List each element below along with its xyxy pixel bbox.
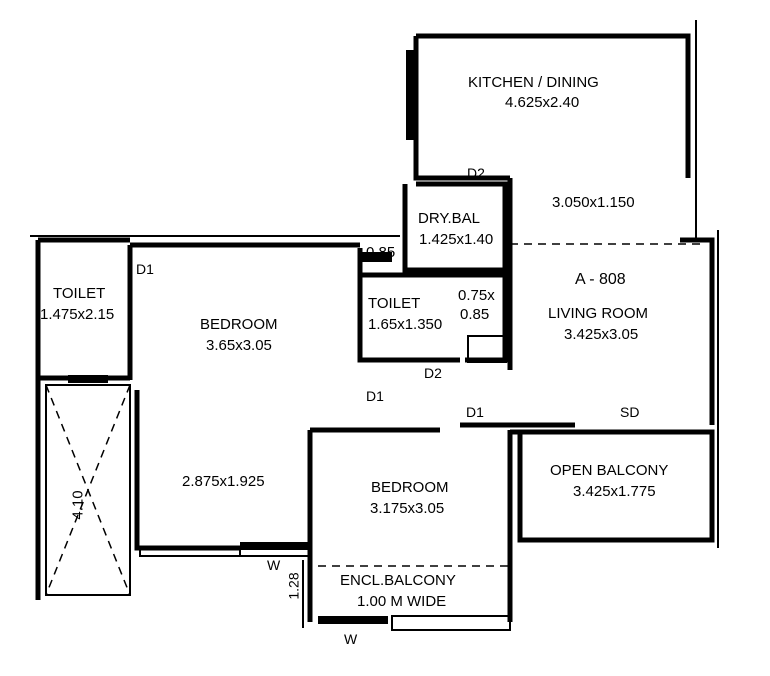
living-top-wall — [507, 178, 715, 425]
door-d1-bottom: D1 — [466, 404, 484, 420]
bedroom-second-name: BEDROOM — [371, 479, 449, 496]
living-name: LIVING ROOM — [548, 305, 649, 322]
door-sd: SD — [620, 404, 640, 420]
encl-balcony-name: ENCL.BALCONY — [340, 572, 456, 589]
door-d1-left: D1 — [136, 261, 154, 277]
door-d2-top: D2 — [467, 165, 485, 181]
bedroom-second-size: 3.175x3.05 — [370, 500, 445, 517]
toilet-side-b: 0.85 — [460, 306, 490, 323]
open-balcony-name: OPEN BALCONY — [550, 462, 669, 479]
window-w2: W — [344, 631, 358, 647]
bedroom-main-name: BEDROOM — [200, 316, 278, 333]
open-balcony-walls — [510, 429, 715, 543]
dry-balcony-name: DRY.BAL — [418, 210, 480, 227]
kitchen-name: KITCHEN / DINING — [468, 74, 599, 91]
toilet-left-name: TOILET — [53, 285, 106, 302]
main-bedroom-sill — [240, 542, 310, 550]
dry-balcony-size: 1.425x1.40 — [419, 231, 494, 248]
second-bedroom-walls — [307, 422, 575, 622]
small-dim: 0.85 — [366, 244, 396, 261]
toilet-mid-size: 1.65x1.350 — [368, 316, 443, 333]
living-size: 3.425x3.05 — [564, 326, 639, 343]
main-bedroom-walls — [127, 242, 363, 551]
encl-balcony-rail — [318, 616, 388, 624]
duct-dimension: 4.10 — [69, 490, 87, 520]
kitchen-size: 4.625x2.40 — [505, 94, 580, 111]
dry-balcony-walls — [402, 181, 508, 273]
toilet-side-a: 0.75x — [458, 287, 495, 304]
left-toilet-window — [68, 375, 108, 383]
encl-balcony-size: 1.00 M WIDE — [357, 593, 447, 610]
mid-toilet-window — [362, 252, 392, 262]
bedroom-lower-size: 2.875x1.925 — [182, 473, 265, 490]
toilet-mid-name: TOILET — [368, 295, 421, 312]
window-w1: W — [267, 557, 281, 573]
door-d2-mid: D2 — [424, 365, 442, 381]
toilet-left-size: 1.475x2.15 — [40, 306, 115, 323]
encl-balcony-window — [391, 615, 511, 631]
door-d1-mid: D1 — [366, 388, 384, 404]
mid-toilet-shaft — [467, 335, 507, 363]
balcony-depth-dimension: 1.28 — [285, 572, 302, 600]
unit-code: A - 808 — [575, 271, 626, 288]
open-balcony-size: 3.425x1.775 — [573, 483, 656, 500]
duct-diag-2 — [45, 384, 131, 596]
kitchen-window — [406, 50, 416, 140]
area-top-size: 3.050x1.150 — [552, 194, 635, 211]
duct-box — [45, 384, 131, 596]
bedroom-main-size: 3.65x3.05 — [206, 337, 272, 354]
